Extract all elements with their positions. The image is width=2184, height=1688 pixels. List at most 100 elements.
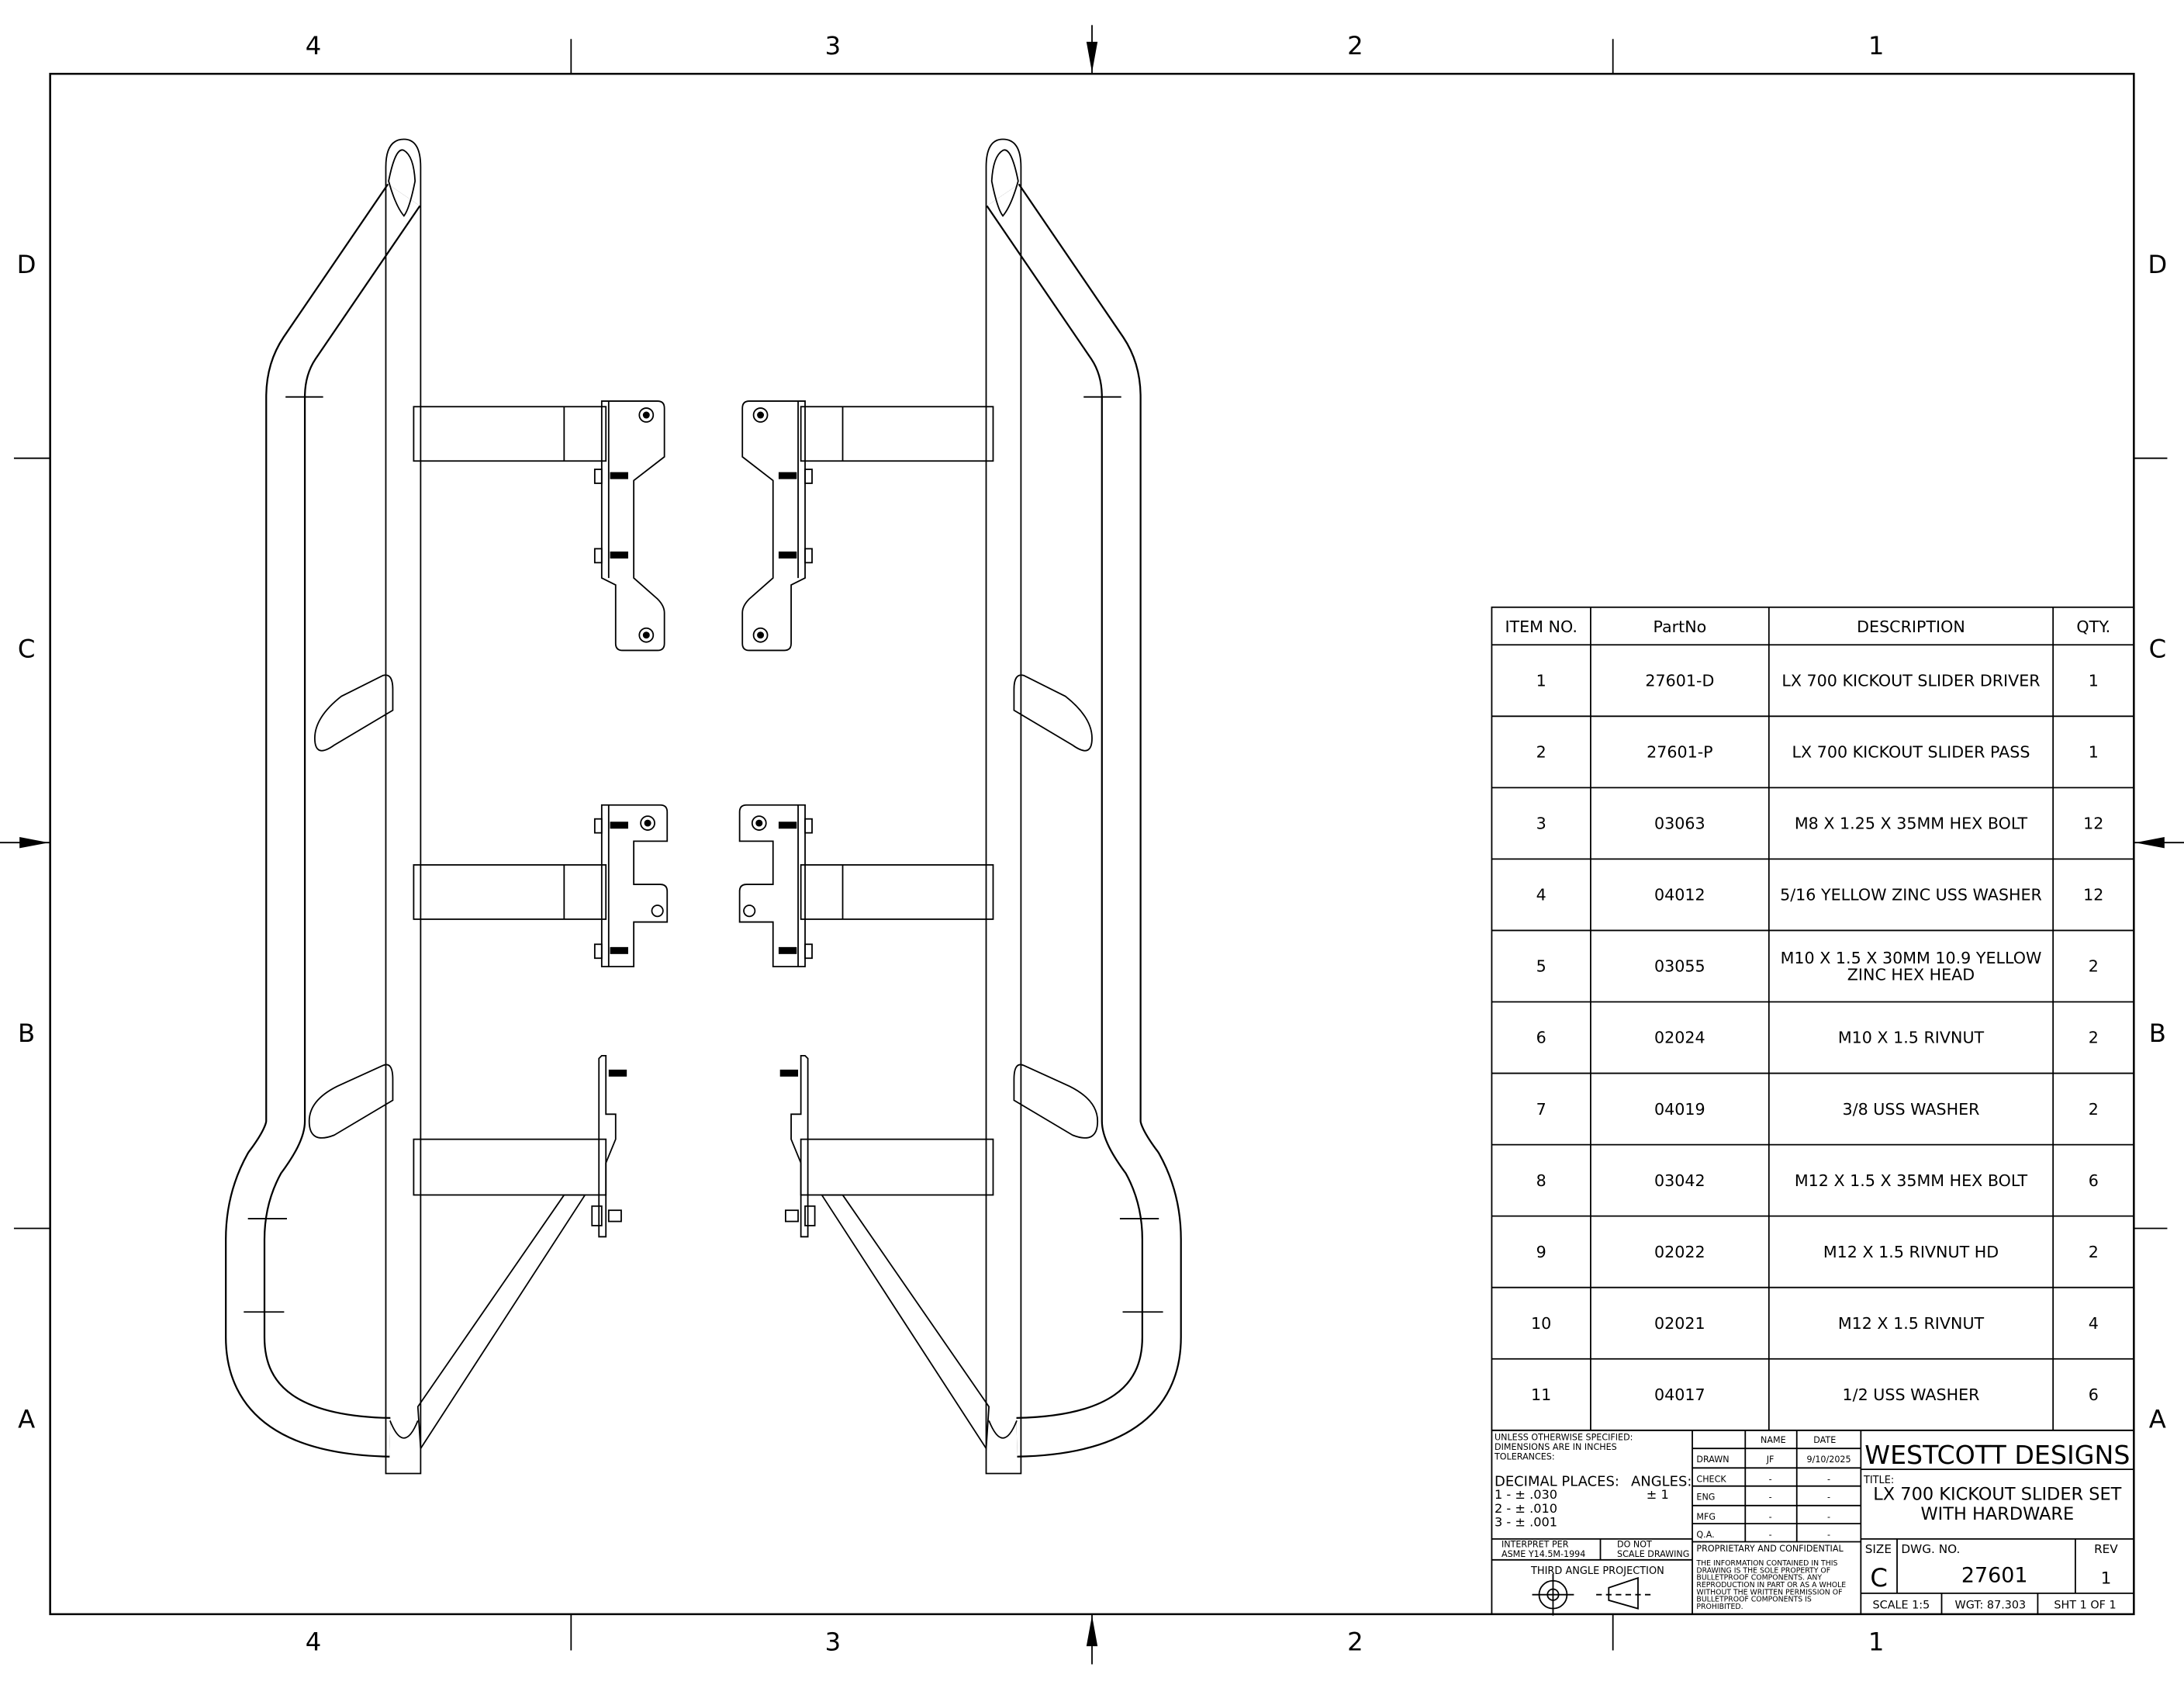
approval-name: - bbox=[1769, 1512, 1772, 1522]
bom-qty: 2 bbox=[2089, 1100, 2099, 1119]
unless-note: DIMENSIONS ARE IN INCHES bbox=[1495, 1442, 1617, 1452]
proprietary-text: DRAWING IS THE SOLE PROPERTY OF bbox=[1696, 1566, 1830, 1575]
approval-role: DRAWN bbox=[1696, 1455, 1729, 1465]
bom-qty: 6 bbox=[2089, 1171, 2099, 1190]
third-angle-projection-icon bbox=[1532, 1573, 1651, 1616]
unless-note: UNLESS OTHERWISE SPECIFIED: bbox=[1495, 1432, 1633, 1442]
proprietary-text: WITHOUT THE WRITTEN PERMISSION OF bbox=[1696, 1588, 1842, 1596]
interpret-note: ASME Y14.5M-1994 bbox=[1502, 1549, 1585, 1559]
approval-name: JF bbox=[1766, 1455, 1774, 1465]
centering-arrow-icons bbox=[19, 41, 2165, 1647]
angles-label: ANGLES: bbox=[1631, 1474, 1692, 1490]
bom-header-cell: ITEM NO. bbox=[1505, 617, 1577, 636]
zone-col-label: 4 bbox=[306, 31, 322, 61]
dwg-no-label: DWG. NO. bbox=[1901, 1542, 1960, 1556]
zone-row-label: B bbox=[2149, 1019, 2166, 1048]
bom-qty: 4 bbox=[2089, 1314, 2099, 1333]
bom-description: ZINC HEX HEAD bbox=[1847, 965, 1975, 984]
bom-part-no: 03063 bbox=[1654, 815, 1705, 833]
decimal-tolerance: 2 - ± .010 bbox=[1495, 1501, 1557, 1516]
bom-description: M10 X 1.5 RIVNUT bbox=[1838, 1029, 1985, 1047]
approval-date: - bbox=[1827, 1512, 1830, 1522]
bom-description: M12 X 1.5 X 35MM HEX BOLT bbox=[1795, 1171, 2028, 1190]
zone-col-label: 2 bbox=[1347, 31, 1363, 61]
bom-item-no: 2 bbox=[1536, 743, 1546, 762]
bom-qty: 2 bbox=[2089, 1029, 2099, 1047]
scale-value: SCALE 1:5 bbox=[1873, 1600, 1930, 1612]
title-block: UNLESS OTHERWISE SPECIFIED: DIMENSIONS A… bbox=[1491, 1429, 2135, 1616]
proprietary-text: PROHIBITED. bbox=[1696, 1603, 1743, 1611]
zone-row-label: A bbox=[2149, 1404, 2166, 1434]
bom-description: 1/2 USS WASHER bbox=[1843, 1385, 1980, 1404]
bom-header-cell: PartNo bbox=[1653, 617, 1706, 636]
title-label: TITLE: bbox=[1863, 1475, 1894, 1486]
bom-part-no: 02022 bbox=[1654, 1243, 1705, 1261]
bom-description: M10 X 1.5 X 30MM 10.9 YELLOW bbox=[1781, 949, 2042, 967]
bill-of-materials: ITEM NO. PartNo DESCRIPTION QTY. 1 27601-D LX … bbox=[1491, 606, 2135, 1431]
bom-row: 2 27601-P LX 700 KICKOUT SLIDER PASS 1 bbox=[1536, 743, 2099, 762]
zone-row-label: D bbox=[2148, 250, 2167, 279]
drawing-title: LX 700 KICKOUT SLIDER SET bbox=[1873, 1485, 2121, 1505]
bom-description: LX 700 KICKOUT SLIDER DRIVER bbox=[1781, 671, 2040, 690]
bom-description: M12 X 1.5 RIVNUT bbox=[1838, 1314, 1985, 1333]
bom-row: 1 27601-D LX 700 KICKOUT SLIDER DRIVER 1 bbox=[1536, 671, 2099, 690]
zone-col-label: 3 bbox=[825, 1627, 841, 1657]
dwg-no-value: 27601 bbox=[1961, 1564, 2028, 1588]
proprietary-title: PROPRIETARY AND CONFIDENTIAL bbox=[1696, 1544, 1844, 1554]
size-value: C bbox=[1870, 1563, 1888, 1593]
bom-description: 5/16 YELLOW ZINC USS WASHER bbox=[1780, 886, 2042, 905]
bom-item-no: 5 bbox=[1536, 957, 1546, 976]
bom-qty: 12 bbox=[2083, 886, 2103, 905]
bom-part-no: 27601-P bbox=[1647, 743, 1713, 762]
bom-item-no: 1 bbox=[1536, 671, 1546, 690]
do-not-scale-note: DO NOT bbox=[1617, 1540, 1652, 1550]
proprietary-text: THE INFORMATION CONTAINED IN THIS bbox=[1695, 1559, 1837, 1568]
zone-col-label: 4 bbox=[306, 1627, 322, 1657]
name-header: NAME bbox=[1761, 1435, 1786, 1445]
bom-part-no: 02024 bbox=[1654, 1029, 1705, 1047]
decimal-tolerance: 1 - ± .030 bbox=[1495, 1487, 1557, 1502]
approval-role: Q.A. bbox=[1696, 1530, 1714, 1540]
approval-date: - bbox=[1827, 1530, 1830, 1540]
zone-col-label: 3 bbox=[825, 31, 841, 61]
approval-role: MFG bbox=[1696, 1512, 1716, 1522]
bom-qty: 2 bbox=[2089, 1243, 2099, 1261]
bom-description: 3/8 USS WASHER bbox=[1843, 1100, 1980, 1119]
bom-qty: 1 bbox=[2089, 671, 2099, 690]
bom-qty: 2 bbox=[2089, 957, 2099, 976]
bom-qty: 1 bbox=[2089, 743, 2099, 762]
approval-name: - bbox=[1769, 1530, 1772, 1540]
bom-qty: 6 bbox=[2089, 1385, 2099, 1404]
approval-name: - bbox=[1769, 1493, 1772, 1503]
bom-part-no: 04012 bbox=[1654, 886, 1705, 905]
proprietary-text: BULLETPROOF COMPONENTS. ANY bbox=[1696, 1574, 1822, 1582]
bom-item-no: 10 bbox=[1531, 1314, 1551, 1333]
projection-label: THIRD ANGLE PROJECTION bbox=[1530, 1565, 1664, 1577]
bom-header-cell: DESCRIPTION bbox=[1857, 617, 1965, 636]
zone-row-label: C bbox=[18, 634, 36, 663]
bom-item-no: 11 bbox=[1531, 1385, 1551, 1404]
bom-header-cell: QTY. bbox=[2076, 617, 2110, 636]
bom-item-no: 3 bbox=[1536, 815, 1546, 833]
bom-description: M12 X 1.5 RIVNUT HD bbox=[1823, 1243, 1999, 1261]
zone-row-label: C bbox=[2149, 634, 2167, 663]
rev-label: REV bbox=[2094, 1542, 2118, 1556]
approval-date: - bbox=[1827, 1474, 1830, 1484]
bom-part-no: 27601-D bbox=[1645, 671, 1714, 690]
approval-date: 9/10/2025 bbox=[1807, 1455, 1851, 1465]
decimal-tolerance: 3 - ± .001 bbox=[1495, 1515, 1557, 1530]
sheet-value: SHT 1 OF 1 bbox=[2054, 1600, 2116, 1612]
bom-description: LX 700 KICKOUT SLIDER PASS bbox=[1792, 743, 2030, 762]
zone-col-label: 1 bbox=[1868, 1627, 1885, 1657]
bom-description: M8 X 1.25 X 35MM HEX BOLT bbox=[1795, 815, 2028, 833]
angles-value: ± 1 bbox=[1647, 1487, 1669, 1502]
bom-item-no: 9 bbox=[1536, 1243, 1546, 1261]
drawing-title: WITH HARDWARE bbox=[1920, 1504, 2074, 1524]
